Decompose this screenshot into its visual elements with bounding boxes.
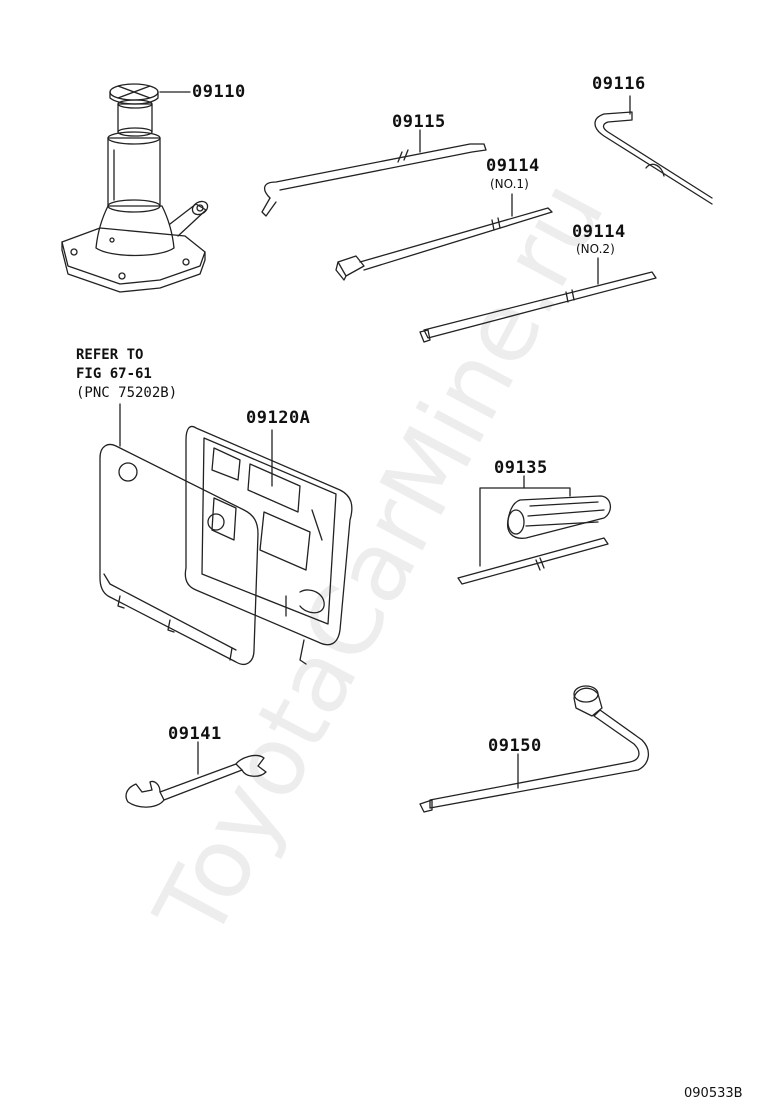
part-number-extension-no1: 09114 [486, 156, 540, 176]
extension-no2-illustration [419, 257, 657, 343]
bent-handle-illustration [594, 95, 713, 205]
reference-line1: REFER TO [76, 347, 144, 363]
part-number-extension-no2: 09114 [572, 222, 626, 242]
reference-note: REFER TO FIG 67-61 (PNC 75202B) [76, 346, 177, 403]
part-sub-extension-no2: (NO.2) [576, 242, 615, 256]
part-number-tool-bag: 09120A [246, 408, 311, 428]
part-sub-extension-no1: (NO.1) [490, 177, 529, 191]
reference-line3: (PNC 75202B) [76, 385, 178, 401]
drawing-code: 090533B [684, 1086, 743, 1101]
wrench-illustration [125, 741, 267, 808]
screwdriver-illustration [457, 475, 611, 585]
part-number-wrench: 09141 [168, 724, 222, 744]
tool-bag-illustration [99, 403, 353, 665]
jack-handle-illustration [261, 129, 487, 217]
part-number-jack-handle: 09115 [392, 112, 446, 132]
jack-illustration [61, 83, 209, 293]
part-number-screwdriver: 09135 [494, 458, 548, 478]
reference-line2: FIG 67-61 [76, 366, 152, 382]
extension-no1-illustration [335, 193, 553, 281]
part-number-bent-handle: 09116 [592, 74, 646, 94]
part-number-lug-wrench: 09150 [488, 736, 542, 756]
lug-wrench-illustration [419, 685, 649, 813]
part-number-jack: 09110 [192, 82, 246, 102]
